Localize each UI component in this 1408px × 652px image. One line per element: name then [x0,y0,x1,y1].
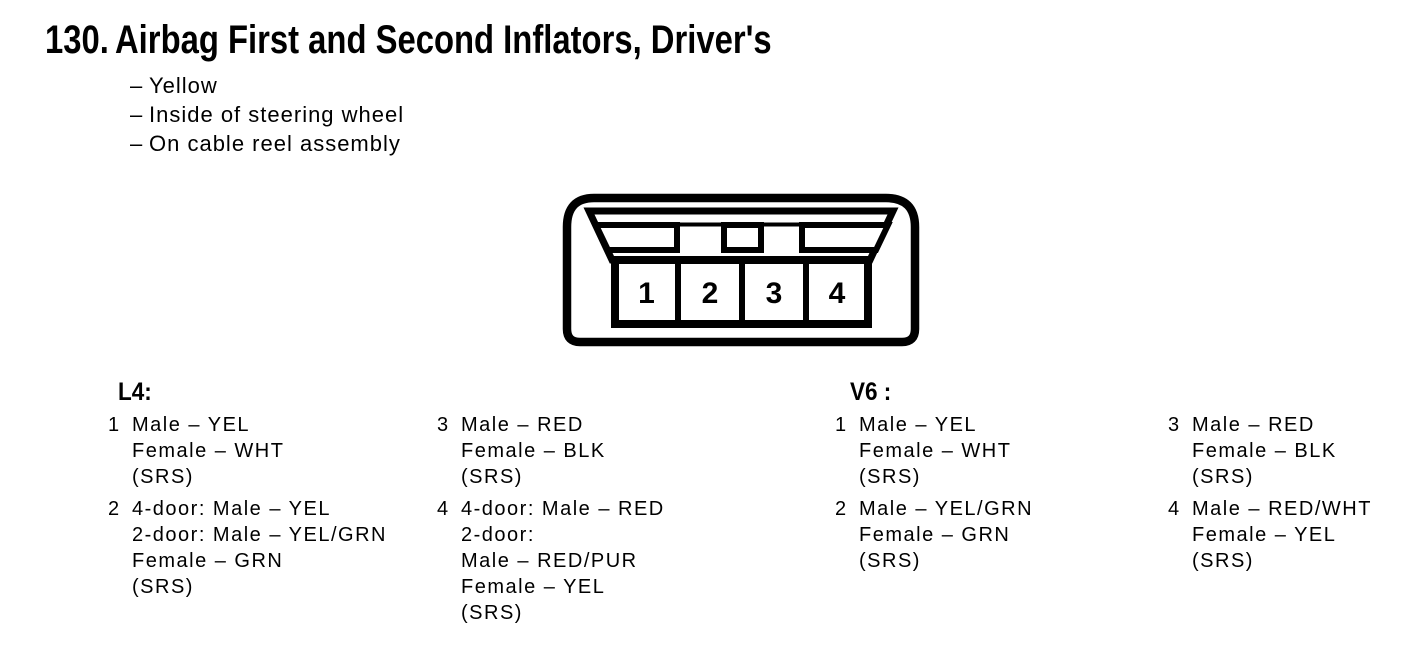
pin-number: 4 [1168,498,1181,520]
pin-wire-lines: Male – RED Female – BLK (SRS) [461,412,606,490]
wire-line: (SRS) [132,466,194,488]
pin-wire-lines: 4-door: Male – YEL 2-door: Male – YEL/GR… [132,496,387,600]
pin-number: 3 [1168,414,1181,436]
pin-wire-lines: Male – YEL Female – WHT (SRS) [132,412,284,490]
wire-line: (SRS) [859,466,921,488]
wire-line: Male – RED [461,414,584,436]
note-item: – On cable reel assembly [130,129,404,158]
wire-line: Female – GRN [859,524,1011,546]
pin-entry: 2 Male – YEL/GRN Female – GRN (SRS) [835,496,1033,574]
wire-line: Female – YEL [461,576,606,598]
wire-line: (SRS) [1192,550,1254,572]
pin-wire-lines: Male – YEL/GRN Female – GRN (SRS) [859,496,1033,574]
note-item: – Yellow [130,71,404,100]
pin-entry: 4 Male – RED/WHT Female – YEL (SRS) [1168,496,1372,574]
section-heading-l4: L4: [118,378,152,406]
pin-number: 2 [835,498,848,520]
connector-housing [562,193,920,347]
pin-2-label: 2 [702,277,719,310]
pin-wire-lines: Male – RED Female – BLK (SRS) [1192,412,1337,490]
wire-line: (SRS) [1192,466,1254,488]
pin-number: 1 [108,414,121,436]
connector-slot-center [721,222,764,253]
connector-diagram: 1 2 3 4 [562,193,920,347]
wire-line: Female – GRN [132,550,284,572]
wire-line: 2-door: Male – YEL/GRN [132,524,387,546]
pin-entry: 3 Male – RED Female – BLK (SRS) [1168,412,1372,490]
note-text: Inside of steering wheel [149,102,405,127]
pin-entry: 1 Male – YEL Female – WHT (SRS) [835,412,1033,490]
wire-line: Female – BLK [1192,440,1337,462]
figure-number: 130. [45,18,109,62]
wire-line: (SRS) [461,602,523,624]
pin-wire-lines: Male – RED/WHT Female – YEL (SRS) [1192,496,1372,574]
pin-4-label: 4 [829,277,846,310]
section-heading-v6: V6 : [850,378,892,406]
note-text: Yellow [149,73,218,98]
pin-number: 4 [437,498,450,520]
wire-line: Female – WHT [132,440,285,462]
figure-notes: – Yellow – Inside of steering wheel – On… [130,71,404,158]
wire-line: (SRS) [132,576,194,598]
wire-line: Female – YEL [1192,524,1337,546]
wire-line: (SRS) [859,550,921,572]
pin-entry: 2 4-door: Male – YEL 2-door: Male – YEL/… [108,496,387,600]
pin-wire-lines: 4-door: Male – RED 2-door: Male – RED/PU… [461,496,665,626]
pin-number: 1 [835,414,848,436]
wire-line: Male – YEL [132,414,251,436]
wire-line: 4-door: Male – RED [461,498,665,520]
note-text: On cable reel assembly [149,131,401,156]
note-dash: – [130,131,144,156]
pin-wire-lines: Male – YEL Female – WHT (SRS) [859,412,1011,490]
pin-entry: 1 Male – YEL Female – WHT (SRS) [108,412,387,490]
wire-line: Male – YEL [859,414,978,436]
wire-line: (SRS) [461,466,523,488]
connector-slot-left [591,222,680,253]
pin-1-label: 1 [638,277,655,310]
v6-pin-column-2: 3 Male – RED Female – BLK (SRS) 4 Male –… [1168,412,1372,580]
wire-line: Female – WHT [859,440,1012,462]
wire-line: 4-door: Male – YEL [132,498,331,520]
note-dash: – [130,73,144,98]
l4-pin-column-2: 3 Male – RED Female – BLK (SRS) 4 4-door… [437,412,665,632]
wire-line: Male – RED/PUR [461,550,638,572]
connector-slot-right [799,222,893,253]
wire-line: Male – YEL/GRN [859,498,1034,520]
wire-line: Male – RED [1192,414,1315,436]
l4-pin-column-1: 1 Male – YEL Female – WHT (SRS) 2 4-door… [108,412,387,606]
figure-title: Airbag First and Second Inflators, Drive… [115,18,772,62]
pin-number: 3 [437,414,450,436]
pin-entry: 3 Male – RED Female – BLK (SRS) [437,412,665,490]
note-item: – Inside of steering wheel [130,100,404,129]
v6-pin-column-1: 1 Male – YEL Female – WHT (SRS) 2 Male –… [835,412,1033,580]
pin-entry: 4 4-door: Male – RED 2-door: Male – RED/… [437,496,665,626]
pin-number: 2 [108,498,121,520]
wire-line: Female – BLK [461,440,606,462]
pin-3-label: 3 [766,277,783,310]
wire-line: Male – RED/WHT [1192,498,1372,520]
note-dash: – [130,102,144,127]
wire-line: 2-door: [461,524,535,546]
